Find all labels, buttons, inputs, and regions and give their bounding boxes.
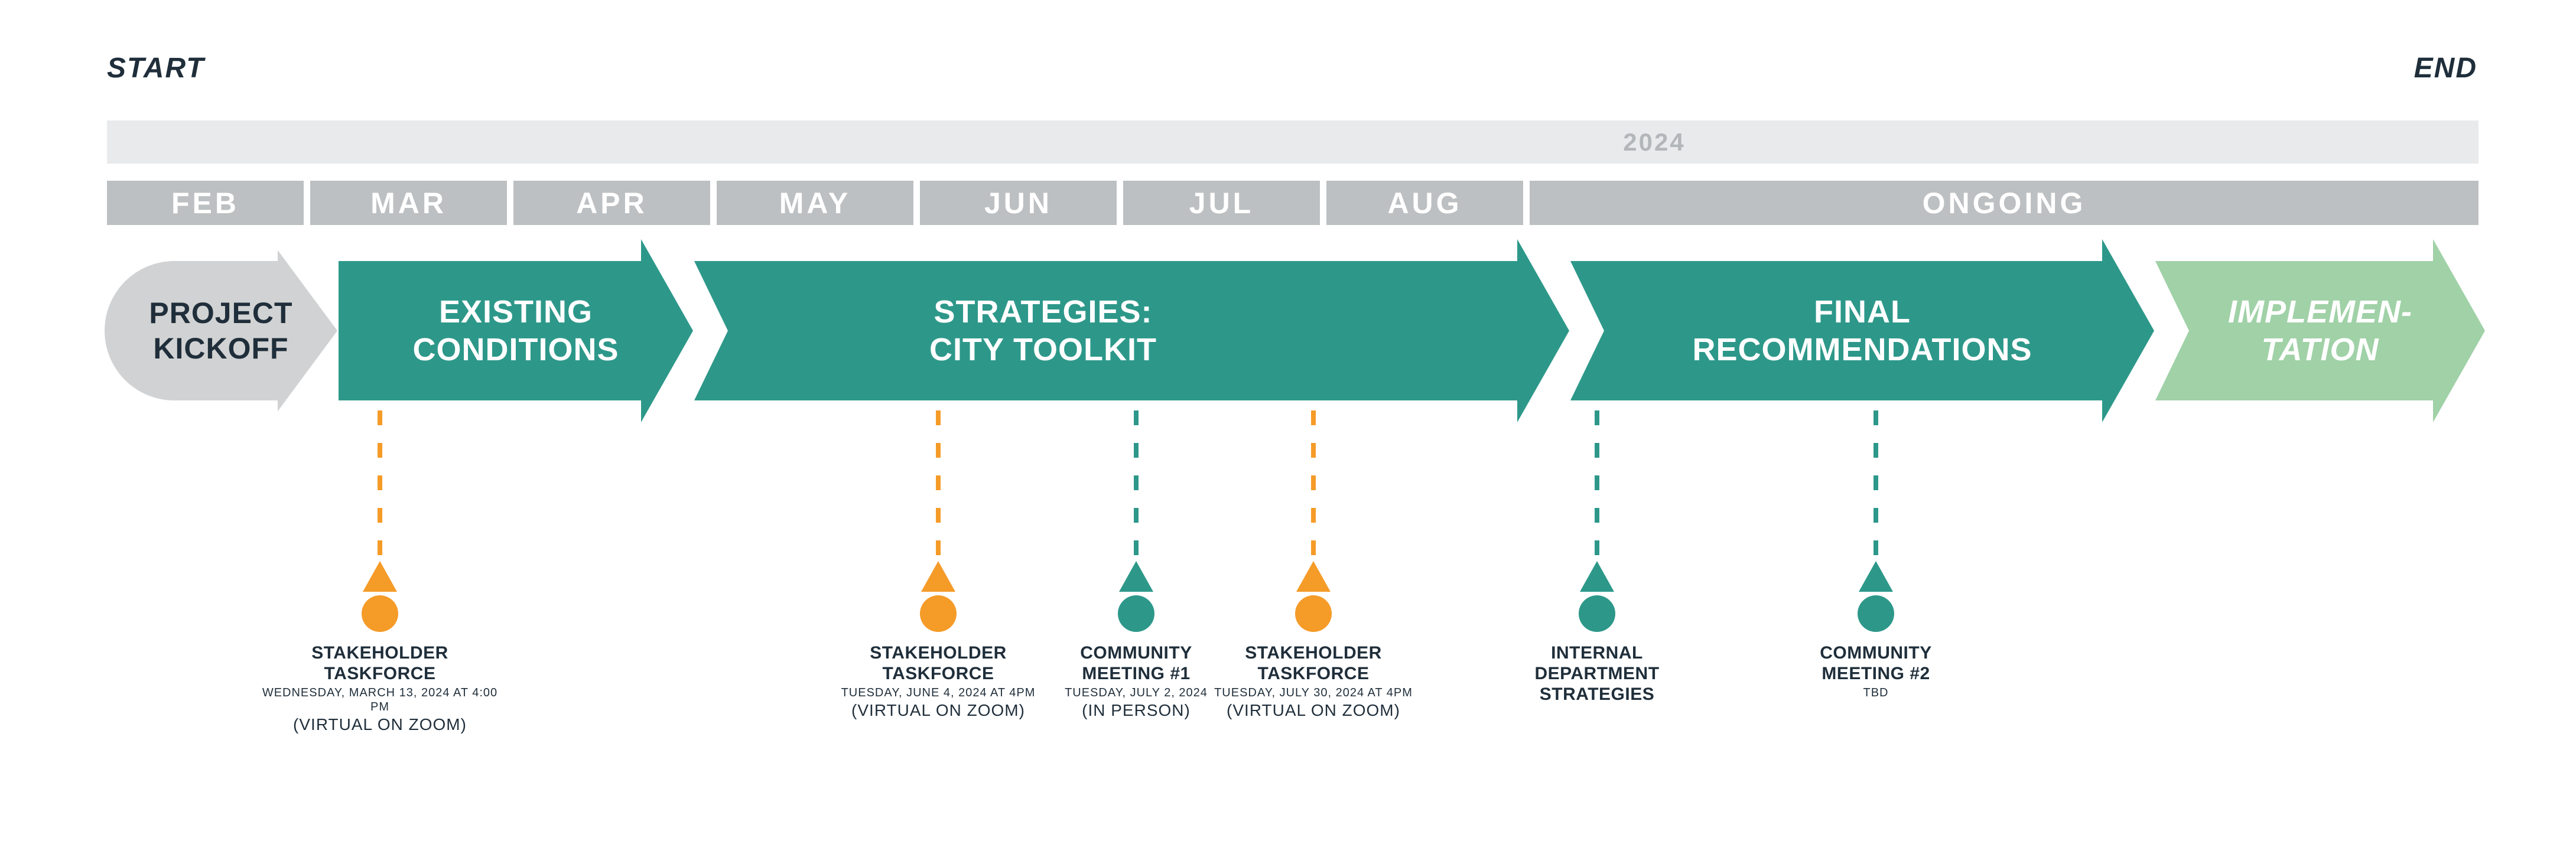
triangle-marker-icon <box>1296 561 1331 592</box>
phase-label: PROJECT KICKOFF <box>149 296 293 365</box>
triangle-marker-icon <box>1859 561 1893 592</box>
month-cell-mar: MAR <box>310 181 507 225</box>
milestone-title: STAKEHOLDER TASKFORCE <box>1245 643 1382 683</box>
month-label: AUG <box>1387 186 1462 220</box>
circle-marker-icon <box>1118 595 1154 632</box>
milestone-text: COMMUNITY MEETING #1 TUESDAY, JULY 2, 20… <box>1036 643 1237 720</box>
month-label: MAY <box>779 186 851 220</box>
milestone-title: STAKEHOLDER TASKFORCE <box>311 643 448 683</box>
circle-marker-icon <box>362 595 398 632</box>
milestone-location: (VIRTUAL ON ZOOM) <box>293 715 467 734</box>
milestone-title: STAKEHOLDER TASKFORCE <box>870 643 1007 683</box>
milestone-date: WEDNESDAY, MARCH 13, 2024 AT 4:00 PM <box>262 686 498 713</box>
phase-label: EXISTING CONDITIONS <box>412 294 619 367</box>
month-label: JUL <box>1189 186 1254 220</box>
year-bar: 2024 <box>107 120 2479 164</box>
phase-body <box>1570 261 2102 400</box>
phase-strategies-city-toolkit: STRATEGIES: CITY TOOLKIT <box>694 239 1569 422</box>
milestone-title: COMMUNITY MEETING #2 <box>1820 643 1932 683</box>
phase-existing-conditions: EXISTING CONDITIONS <box>339 239 693 422</box>
dashed-connector <box>1874 410 1878 555</box>
milestone-title: COMMUNITY MEETING #1 <box>1080 643 1192 683</box>
phase-label: FINAL RECOMMENDATIONS <box>1692 294 2032 367</box>
milestone-title: INTERNAL DEPARTMENT STRATEGIES <box>1534 643 1660 704</box>
phase-final-recommendations: FINAL RECOMMENDATIONS <box>1570 239 2154 422</box>
dashed-connector <box>1311 410 1316 555</box>
circle-marker-icon <box>1858 595 1894 632</box>
milestone-date: TBD <box>1863 686 1889 699</box>
month-cell-feb: FEB <box>107 181 304 225</box>
phase-body <box>694 261 1517 400</box>
phase-label: STRATEGIES: CITY TOOLKIT <box>929 294 1157 367</box>
start-label: START <box>107 53 205 84</box>
triangle-marker-icon <box>921 561 955 592</box>
year-label: 2024 <box>1623 128 1686 156</box>
circle-marker-icon <box>1579 595 1615 632</box>
month-cell-jun: JUN <box>920 181 1117 225</box>
milestone-text: STAKEHOLDER TASKFORCE WEDNESDAY, MARCH 1… <box>262 643 498 734</box>
month-label: MAR <box>370 186 447 220</box>
dashed-connector <box>1595 410 1599 555</box>
dashed-connector <box>1134 410 1139 555</box>
milestone-text: COMMUNITY MEETING #2 TBD <box>1775 643 1976 700</box>
milestone-date: TUESDAY, JULY 2, 2024 <box>1065 686 1208 699</box>
dashed-connector <box>378 410 382 555</box>
triangle-marker-icon <box>363 561 397 592</box>
month-label: JUN <box>984 186 1053 220</box>
month-cell-aug: AUG <box>1326 181 1523 225</box>
month-label: ONGOING <box>1922 186 2086 220</box>
phase-implementation: IMPLEMEN- TATION <box>2155 239 2485 422</box>
milestone-text: STAKEHOLDER TASKFORCE TUESDAY, JUNE 4, 2… <box>820 643 1056 720</box>
phase-body <box>105 261 278 400</box>
milestone-location: (VIRTUAL ON ZOOM) <box>851 701 1025 719</box>
month-label: APR <box>576 186 648 220</box>
phase-body <box>2155 261 2433 400</box>
phase-label: IMPLEMEN- TATION <box>2228 294 2412 367</box>
phase-project-kickoff: PROJECT KICKOFF <box>105 239 442 422</box>
phase-body <box>339 261 641 400</box>
milestone-location: (VIRTUAL ON ZOOM) <box>1227 701 1400 719</box>
dashed-connector <box>936 410 941 555</box>
milestone-text: STAKEHOLDER TASKFORCE TUESDAY, JULY 30, … <box>1195 643 1432 720</box>
milestone-date: TUESDAY, JUNE 4, 2024 AT 4PM <box>841 686 1036 699</box>
triangle-marker-icon <box>1580 561 1614 592</box>
end-label: END <box>2414 53 2477 84</box>
milestone-location: (IN PERSON) <box>1082 701 1191 719</box>
circle-marker-icon <box>920 595 957 632</box>
milestone-text: INTERNAL DEPARTMENT STRATEGIES <box>1497 643 1697 705</box>
months-row: FEB MAR APR MAY JUN JUL AUG ONGOING <box>107 181 2479 225</box>
milestone-date: TUESDAY, JULY 30, 2024 AT 4PM <box>1214 686 1413 699</box>
month-label: FEB <box>171 186 239 220</box>
circle-marker-icon <box>1295 595 1332 632</box>
month-cell-may: MAY <box>717 181 913 225</box>
month-cell-ongoing: ONGOING <box>1530 181 2479 225</box>
month-cell-apr: APR <box>513 181 710 225</box>
triangle-marker-icon <box>1119 561 1153 592</box>
month-cell-jul: JUL <box>1123 181 1320 225</box>
